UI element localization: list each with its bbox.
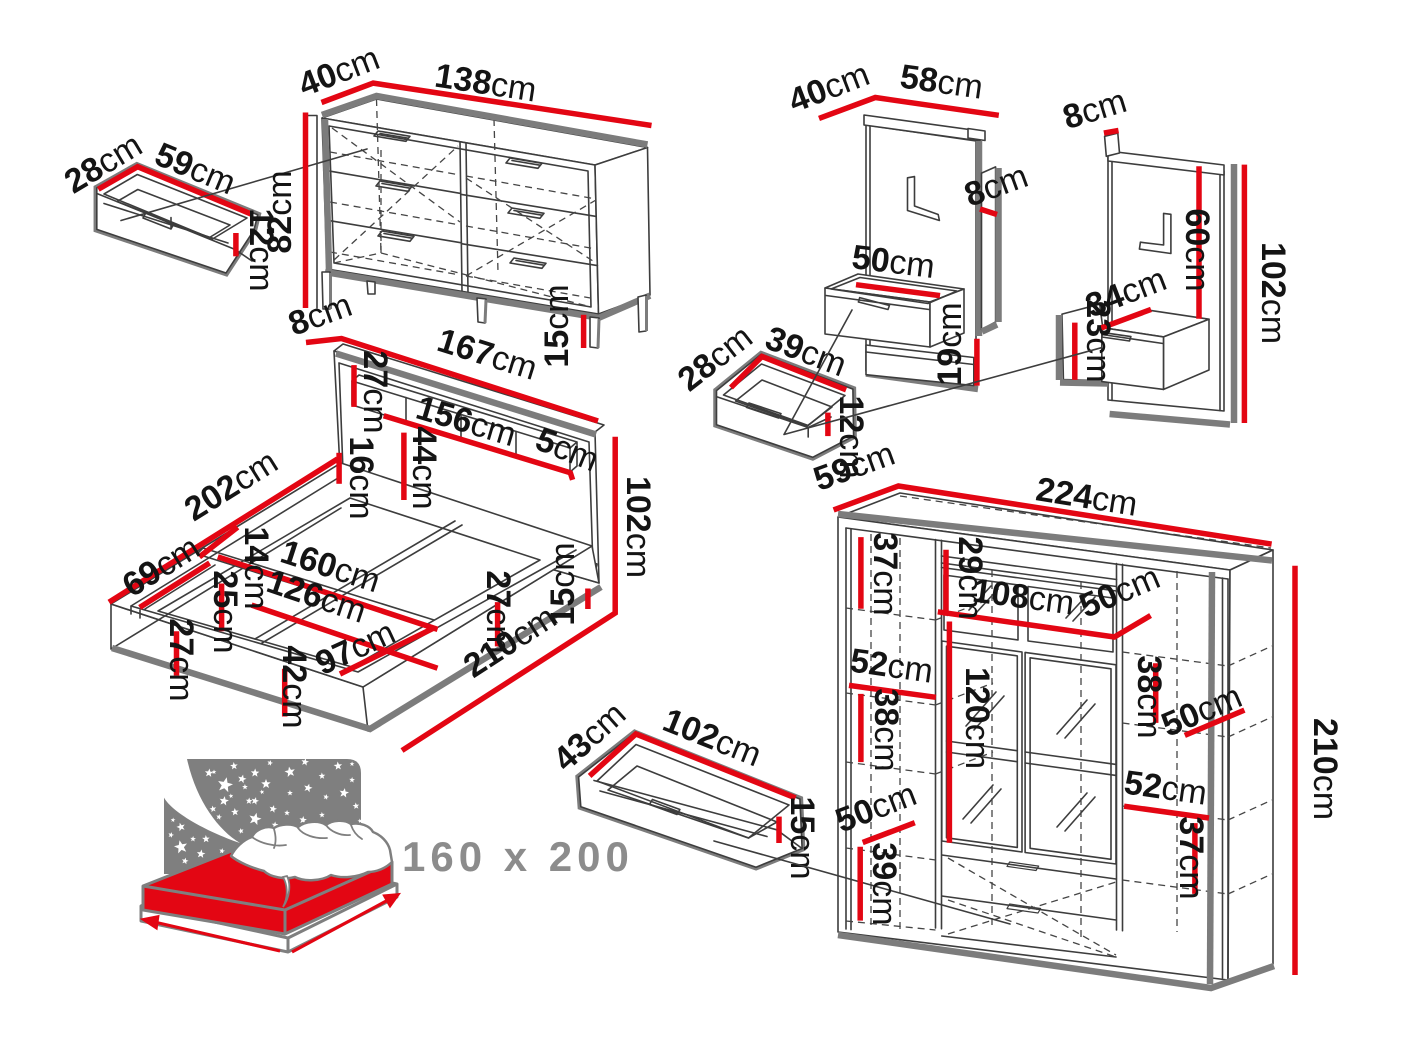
svg-text:60cm: 60cm: [1178, 208, 1216, 291]
svg-text:15cm: 15cm: [544, 542, 582, 625]
svg-text:12cm: 12cm: [832, 395, 870, 478]
svg-text:38cm: 38cm: [1130, 655, 1168, 738]
svg-text:27cm: 27cm: [479, 570, 517, 653]
svg-text:15cm: 15cm: [783, 796, 821, 879]
svg-text:44cm: 44cm: [405, 426, 443, 509]
svg-text:19cm: 19cm: [931, 302, 969, 385]
svg-text:16cm: 16cm: [342, 436, 380, 519]
svg-text:37cm: 37cm: [1172, 816, 1210, 899]
svg-text:14cm: 14cm: [237, 526, 275, 609]
svg-text:15cm: 15cm: [538, 284, 576, 367]
svg-text:82cm: 82cm: [261, 170, 299, 253]
svg-text:102cm: 102cm: [1254, 242, 1292, 344]
svg-text:25cm: 25cm: [206, 570, 244, 653]
svg-text:12cm: 12cm: [242, 208, 280, 291]
svg-text:38cm: 38cm: [867, 688, 905, 771]
svg-text:27cm: 27cm: [356, 350, 394, 433]
svg-text:29cm: 29cm: [951, 536, 989, 619]
svg-text:160 x 200: 160 x 200: [402, 833, 634, 880]
svg-text:39cm: 39cm: [865, 842, 903, 925]
svg-text:120cm: 120cm: [958, 667, 996, 769]
svg-text:37cm: 37cm: [866, 532, 904, 615]
svg-text:23cm: 23cm: [1079, 299, 1117, 382]
svg-text:27cm: 27cm: [162, 618, 200, 701]
svg-text:102cm: 102cm: [619, 476, 657, 578]
svg-text:210cm: 210cm: [1306, 718, 1344, 820]
svg-text:42cm: 42cm: [275, 645, 313, 728]
